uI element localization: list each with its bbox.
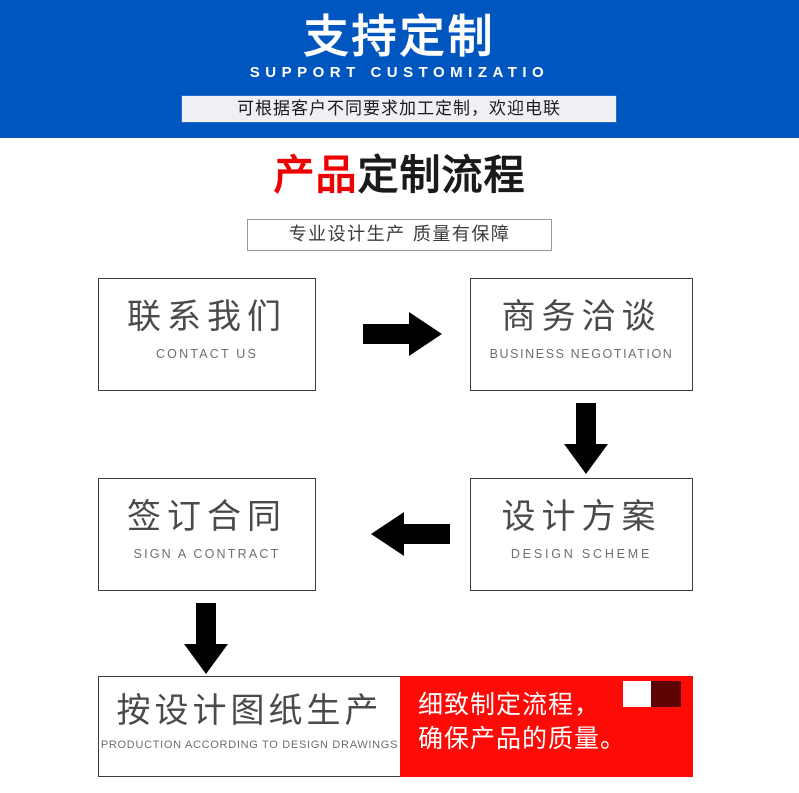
flow-step-sign-contract: 签订合同 SIGN A CONTRACT xyxy=(98,478,316,591)
flow-step-design-scheme: 设计方案 DESIGN SCHEME xyxy=(470,478,693,591)
flow-step-design-scheme-en: DESIGN SCHEME xyxy=(510,547,653,561)
arrow-down-icon xyxy=(183,603,229,675)
banner-subtitle: SUPPORT CUSTOMIZATIO xyxy=(249,64,550,81)
flow-step-business-negotiation-en: BUSINESS NEGOTIATION xyxy=(489,347,674,361)
header-banner: 支持定制 SUPPORT CUSTOMIZATIO 可根据客户不同要求加工定制，… xyxy=(0,0,799,138)
flow-step-sign-contract-cn: 签订合同 xyxy=(127,497,287,537)
banner-title: 支持定制 xyxy=(303,10,496,63)
section-title-rest: 定制流程 xyxy=(357,151,526,199)
flow-step-sign-contract-en: SIGN A CONTRACT xyxy=(133,547,281,561)
decorative-squares xyxy=(623,681,681,707)
flow-step-design-scheme-cn: 设计方案 xyxy=(501,497,662,537)
flow-step-business-negotiation-cn: 商务洽谈 xyxy=(501,297,662,337)
deco-square-dark-icon xyxy=(651,681,681,707)
section-title-highlight: 产品 xyxy=(273,151,358,199)
flow-step-production-en: PRODUCTION ACCORDING TO DESIGN DRAWINGS xyxy=(100,739,399,751)
quality-callout-panel: 细致制定流程， 确保产品的质量。 xyxy=(400,676,693,777)
arrow-left-icon xyxy=(370,511,450,557)
flow-step-production: 按设计图纸生产 PRODUCTION ACCORDING TO DESIGN D… xyxy=(98,676,401,777)
flow-step-contact-us-cn: 联系我们 xyxy=(127,297,287,337)
quality-callout-line-1: 细致制定流程， xyxy=(418,690,601,719)
section-title: 产品定制流程 xyxy=(0,148,799,202)
flow-step-production-cn: 按设计图纸生产 xyxy=(116,691,383,731)
quality-callout-line-2: 确保产品的质量。 xyxy=(418,724,627,753)
deco-square-light-icon xyxy=(623,681,651,707)
arrow-down-icon xyxy=(563,403,609,475)
section-tagline: 专业设计生产 质量有保障 xyxy=(247,219,552,251)
flow-step-contact-us: 联系我们 CONTACT US xyxy=(98,278,316,391)
banner-badge: 可根据客户不同要求加工定制，欢迎电联 xyxy=(181,95,617,123)
flow-step-contact-us-en: CONTACT US xyxy=(155,347,259,361)
flow-step-business-negotiation: 商务洽谈 BUSINESS NEGOTIATION xyxy=(470,278,693,391)
arrow-right-icon xyxy=(363,311,443,357)
